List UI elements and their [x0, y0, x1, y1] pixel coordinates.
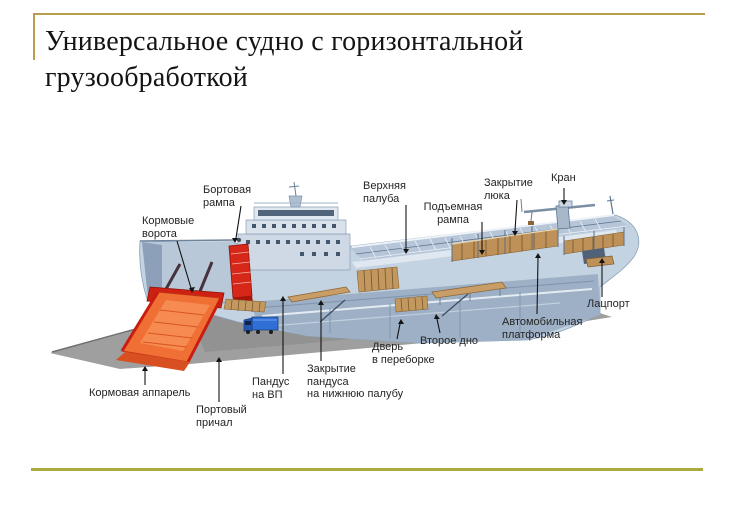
label-pandus-na-vp: Пандус на ВП [252, 376, 290, 401]
footer-accent-line [31, 468, 703, 471]
label-dver-v-pereborke: Дверь в переборке [372, 341, 435, 366]
label-portovy-prichal: Портовый причал [196, 404, 247, 429]
truck [243, 316, 279, 334]
stern-ramp [116, 286, 225, 371]
cargo-platforms [223, 223, 625, 323]
label-avtomobilnaya-platforma: Автомобильная платформа [502, 316, 583, 341]
label-kran: Кран [551, 172, 576, 184]
label-kormovye-vorota: Кормовые ворота [142, 215, 195, 240]
crane [520, 198, 596, 230]
label-zakrytie-pandusa: Закрытие пандуса на нижнюю палубу [307, 363, 404, 400]
header-accent-vline [33, 13, 35, 60]
label-latsport: Лацпорт [587, 298, 630, 310]
label-vtoroe-dno: Второе дно [420, 335, 479, 347]
label-zakrytie-lyuka: Закрытие люка [484, 177, 533, 202]
superstructure [237, 181, 351, 271]
label-bortovaya-rampa: Бортовая рампа [203, 184, 252, 209]
header-accent-line [33, 13, 705, 15]
label-kormovaya-apparel: Кормовая аппарель [89, 387, 191, 399]
slide-title: Универсальное судно с горизонтальной гру… [45, 26, 524, 94]
label-verhnyaya-paluba: Верхняя палуба [363, 180, 406, 205]
label-podyemnaya-rampa: Подъемная рампа [423, 201, 483, 226]
leader-lines [142, 188, 605, 402]
